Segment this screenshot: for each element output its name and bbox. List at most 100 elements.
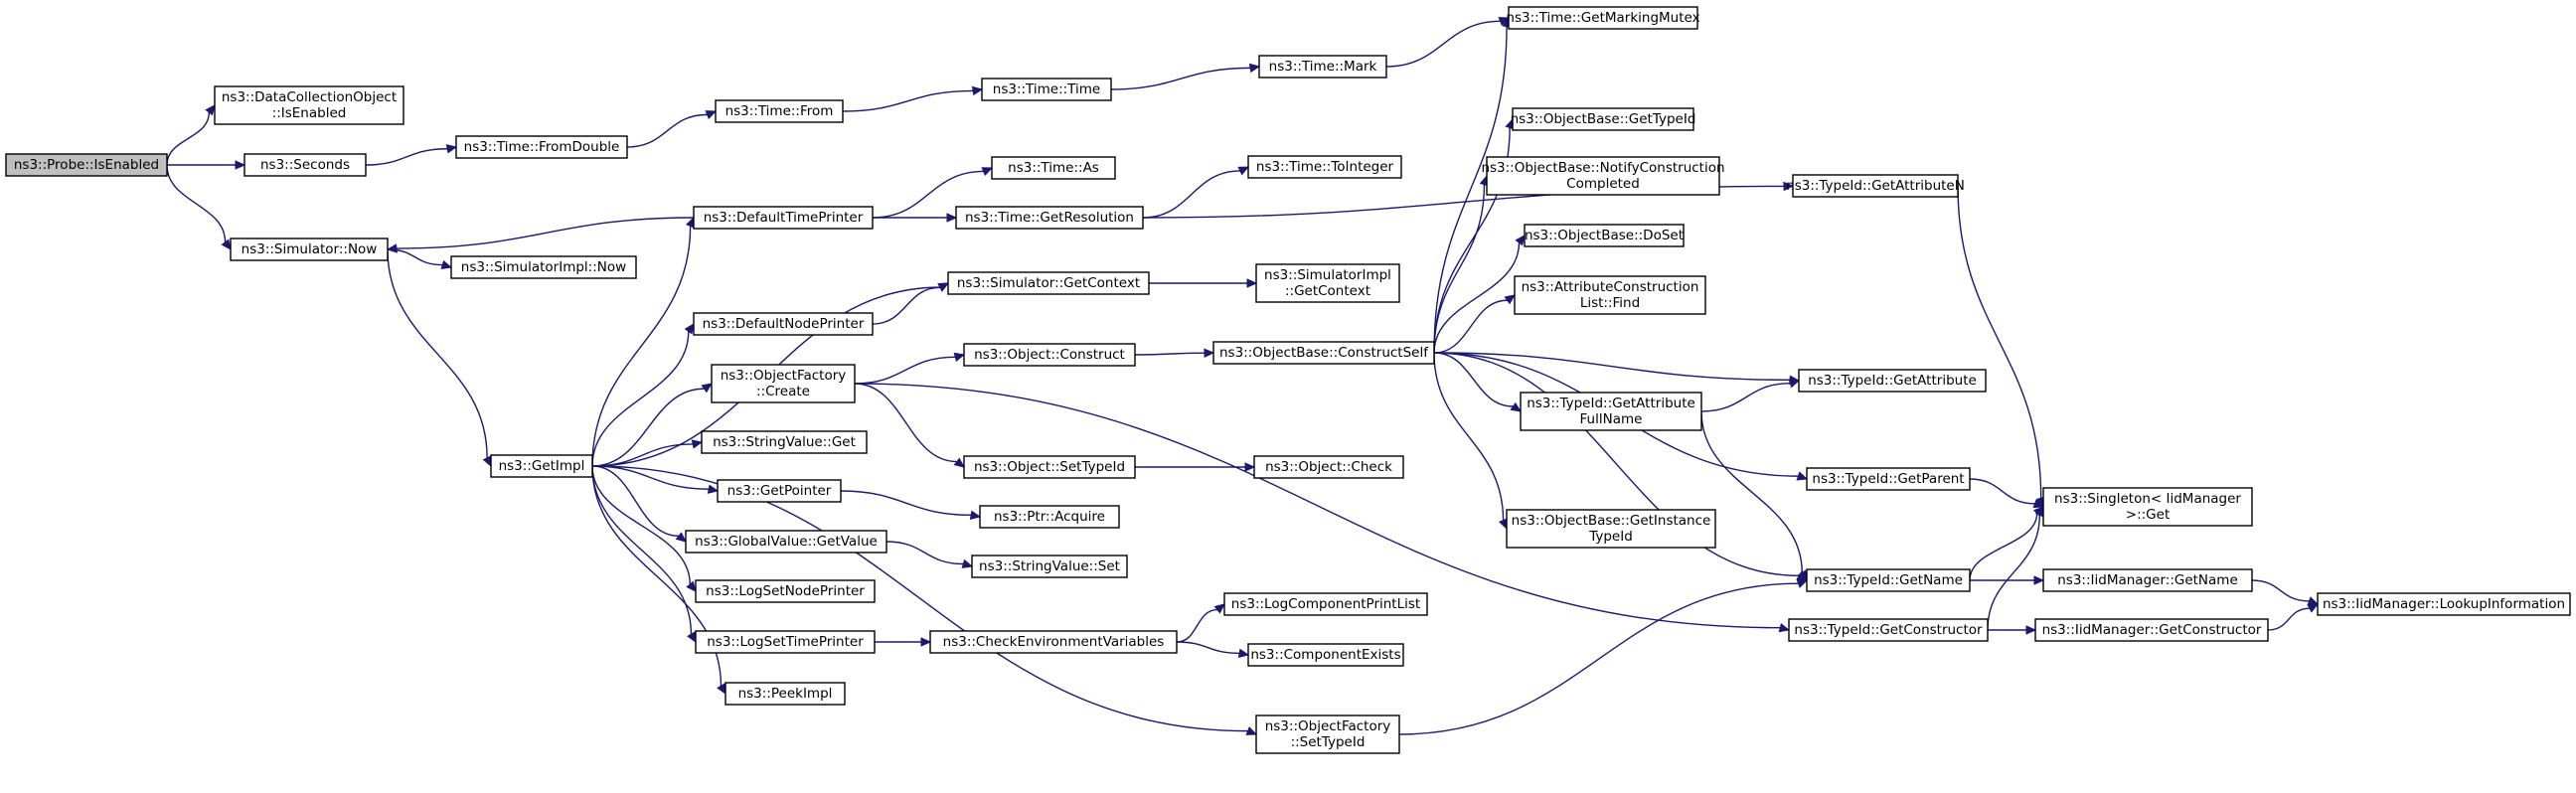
node-box: [214, 85, 404, 125]
node-typeid_getparent[interactable]: ns3::TypeId::GetParent: [1806, 467, 1971, 491]
node-simimpl_now[interactable]: ns3::SimulatorImpl::Now: [450, 255, 637, 279]
node-label: ns3::SimulatorImpl: [1264, 267, 1391, 283]
node-simulator_getcontext[interactable]: ns3::Simulator::GetContext: [947, 271, 1150, 295]
call-edge-line: [1110, 67, 1251, 90]
call-edge-line: [387, 248, 488, 458]
node-objectbase_notify[interactable]: ns3::ObjectBase::NotifyConstructionCompl…: [1481, 156, 1725, 196]
node-simulator_now[interactable]: ns3::Simulator::Now: [230, 238, 389, 261]
node-object_construct[interactable]: ns3::Object::Construct: [963, 343, 1136, 367]
arrowhead-icon: [1783, 181, 1795, 192]
node-typeid_getname[interactable]: ns3::TypeId::GetName: [1806, 568, 1971, 592]
node-label: TypeId: [1588, 529, 1633, 545]
node-time_tointeger[interactable]: ns3::Time::ToInteger: [1247, 155, 1402, 179]
node-objectbase_doset[interactable]: ns3::ObjectBase::DoSet: [1524, 224, 1685, 247]
call-edge-line: [1176, 608, 1217, 643]
node-logsettimeprinter[interactable]: ns3::LogSetTimePrinter: [695, 630, 876, 654]
node-label: ns3::LogSetTimePrinter: [707, 634, 864, 650]
node-iidmanager_getname[interactable]: ns3::IidManager::GetName: [2042, 568, 2253, 592]
arrowhead-icon: [1778, 622, 1791, 633]
node-checkenvvars[interactable]: ns3::CheckEnvironmentVariables: [929, 630, 1178, 654]
node-stringvalue_set[interactable]: ns3::StringValue::Set: [971, 555, 1128, 578]
node-ptr_acquire[interactable]: ns3::Ptr::Acquire: [979, 505, 1120, 529]
node-typeid_getattributen[interactable]: ns3::TypeId::GetAttributeN: [1786, 174, 1965, 198]
node-dco_isenabled[interactable]: ns3::DataCollectionObject::IsEnabled: [214, 85, 404, 125]
call-edge-objectfactory_settypeid-to-typeid_getname: [1398, 578, 1809, 735]
node-label: ns3::IidManager::LookupInformation: [2323, 596, 2565, 612]
node-label: ns3::Singleton< IidManager: [2054, 491, 2241, 507]
node-box: [1792, 174, 1959, 198]
node-time_as[interactable]: ns3::Time::As: [991, 156, 1116, 180]
node-getimpl[interactable]: ns3::GetImpl: [490, 454, 593, 478]
node-singleton_get[interactable]: ns3::Singleton< IidManager >::Get: [2042, 487, 2253, 527]
node-label: ns3::StringValue::Get: [713, 434, 856, 450]
call-edge-line: [1433, 242, 1521, 354]
node-object_check[interactable]: ns3::Object::Check: [1253, 455, 1404, 479]
call-edge-line: [854, 383, 957, 463]
arrowhead-icon: [235, 160, 246, 170]
node-componentexists[interactable]: ns3::ComponentExists: [1247, 643, 1404, 667]
node-box: [490, 454, 593, 478]
node-time_from[interactable]: ns3::Time::From: [715, 99, 844, 123]
node-defaulttimeprinter[interactable]: ns3::DefaultTimePrinter: [693, 206, 874, 230]
node-probe_isenabled[interactable]: ns3::Probe::IsEnabled: [5, 153, 168, 177]
node-logsetnodeprinter[interactable]: ns3::LogSetNodePrinter: [695, 579, 876, 603]
node-objectfactory_create[interactable]: ns3::ObjectFactory::Create: [711, 364, 856, 403]
node-simimpl_getcontext[interactable]: ns3::SimulatorImpl::GetContext: [1255, 263, 1400, 303]
node-time_getmarkingmutex[interactable]: ns3::Time::GetMarkingMutex: [1506, 6, 1700, 30]
node-box: [2042, 568, 2253, 592]
node-label: ns3::LogComponentPrintList: [1231, 596, 1420, 612]
node-box: [455, 135, 628, 159]
node-logcomponentprintlist[interactable]: ns3::LogComponentPrintList: [1223, 592, 1428, 616]
node-label: ns3::Time::As: [1008, 160, 1099, 176]
node-label: ns3::TypeId::GetAttribute: [1808, 373, 1977, 389]
call-edge-getimpl-to-stringvalue_get: [591, 439, 704, 467]
node-time_getresolution[interactable]: ns3::Time::GetResolution: [955, 206, 1144, 230]
node-globalvalue_getvalue[interactable]: ns3::GlobalValue::GetValue: [685, 530, 887, 554]
node-label: ns3::Time::Time: [993, 81, 1100, 97]
node-box: [1524, 224, 1685, 247]
node-iidmanager_lookupinfo[interactable]: ns3::IidManager::LookupInformation: [2317, 592, 2571, 616]
call-edge-line: [591, 465, 1248, 732]
node-box: [701, 430, 868, 454]
call-edge-getimpl-to-logsetnodeprinter: [591, 465, 697, 592]
node-peekimpl[interactable]: ns3::PeekImpl: [724, 682, 846, 706]
arrowhead-icon: [981, 167, 994, 177]
node-seconds[interactable]: ns3::Seconds: [243, 153, 367, 177]
node-typeid_getattribute[interactable]: ns3::TypeId::GetAttribute: [1798, 369, 1987, 393]
node-box: [450, 255, 637, 279]
node-box: [1806, 568, 1971, 592]
call-edge-line: [1433, 26, 1508, 354]
arrowhead-icon: [1504, 294, 1517, 305]
node-objectbase_constructself[interactable]: ns3::ObjectBase::ConstructSelf: [1212, 341, 1435, 365]
node-box: [929, 630, 1178, 654]
node-object_settypeid[interactable]: ns3::Object::SetTypeId: [963, 455, 1136, 479]
arrowhead-icon: [2033, 575, 2045, 585]
node-box: [991, 156, 1116, 180]
node-label: ns3::TypeId::GetName: [1814, 572, 1963, 588]
call-edge-line: [166, 164, 227, 242]
node-typeid_getconstructor[interactable]: ns3::TypeId::GetConstructor: [1788, 618, 1989, 642]
call-edge-line: [1969, 478, 2035, 505]
call-edge-line: [2267, 607, 2311, 631]
node-time_time[interactable]: ns3::Time::Time: [981, 78, 1112, 101]
node-defaultnodeprinter[interactable]: ns3::DefaultNodePrinter: [693, 312, 874, 336]
call-edge-getimpl-to-defaultnodeprinter: [591, 322, 695, 467]
node-time_fromdouble[interactable]: ns3::Time::FromDouble: [455, 135, 628, 159]
call-edge-typeid_getattributefullname-to-typeid_getattribute: [1700, 379, 1801, 412]
call-edge-logsettimeprinter-to-checkenvvars: [875, 637, 932, 647]
node-objectbase_gettypeid[interactable]: ns3::ObjectBase::GetTypeId: [1511, 107, 1696, 131]
call-edge-line: [626, 113, 708, 148]
arrowhead-icon: [1244, 462, 1256, 472]
call-edge-line: [1433, 352, 1505, 521]
node-label: ns3::ComponentExists: [1250, 647, 1400, 663]
node-objectfactory_settypeid[interactable]: ns3::ObjectFactory::SetTypeId: [1255, 714, 1400, 754]
node-stringvalue_get[interactable]: ns3::StringValue::Get: [701, 430, 868, 454]
node-box: [1520, 392, 1702, 431]
call-edge-defaulttimeprinter-to-time_as: [872, 167, 994, 219]
node-time_mark[interactable]: ns3::Time::Mark: [1258, 55, 1387, 79]
node-getpointer[interactable]: ns3::GetPointer: [717, 479, 842, 503]
node-iidmanager_getconstructor[interactable]: ns3::IidManager::GetConstructor: [2034, 618, 2269, 642]
